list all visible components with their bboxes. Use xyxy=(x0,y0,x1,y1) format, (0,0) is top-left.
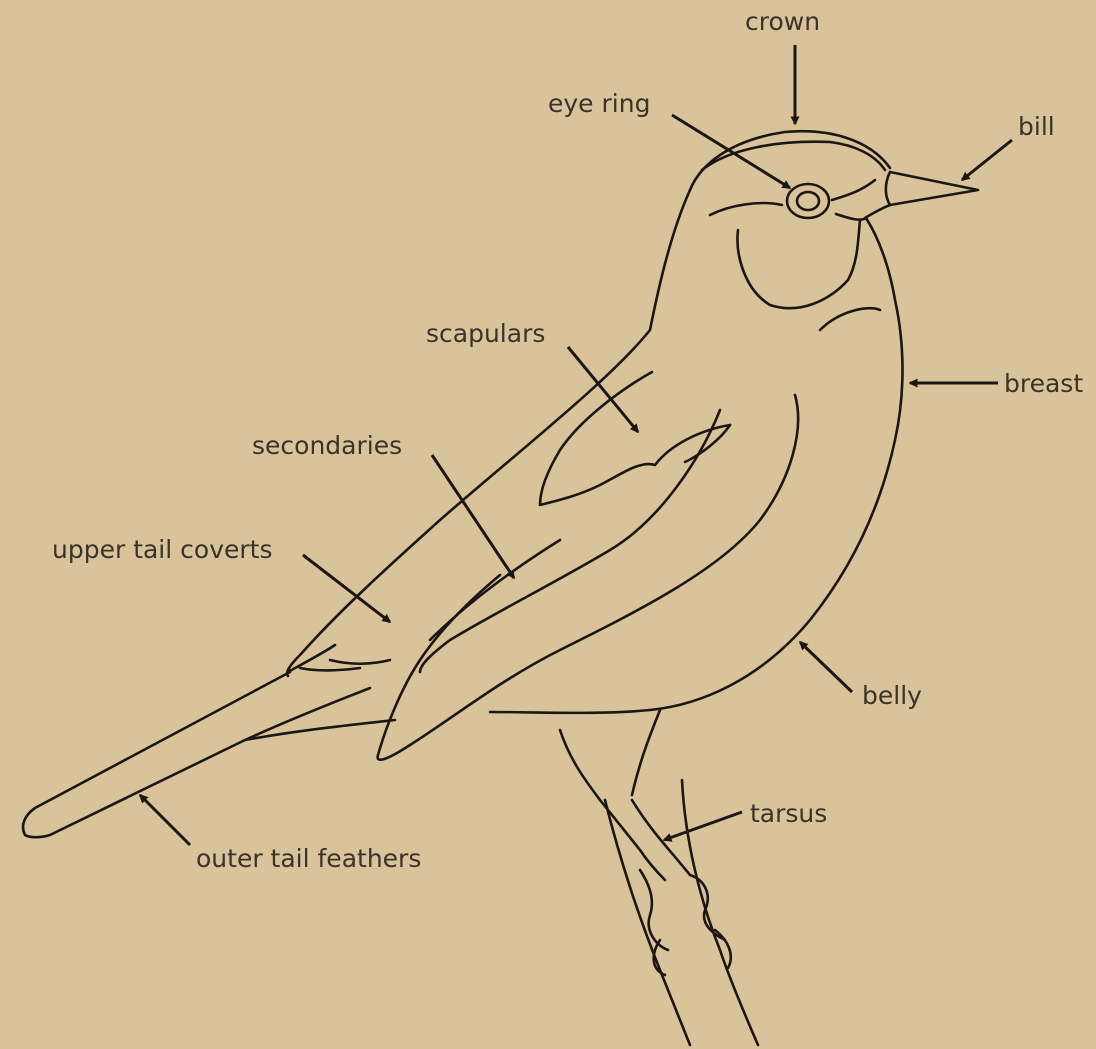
leg-feathering xyxy=(560,710,660,800)
eye-ring-pointer xyxy=(672,115,790,188)
label-crown: crown xyxy=(745,7,820,36)
belly-pointer xyxy=(800,642,852,692)
label-breast: breast xyxy=(1004,369,1083,398)
label-upper-tail-coverts: upper tail coverts xyxy=(52,535,272,564)
tail-lower-edge xyxy=(245,688,395,740)
label-secondaries: secondaries xyxy=(252,431,402,460)
tarsus-pointer xyxy=(664,812,742,840)
eye-ring-inner xyxy=(797,192,819,210)
tarsus-right xyxy=(632,800,690,875)
bill-base xyxy=(886,172,890,205)
crown-stripe xyxy=(702,142,885,170)
label-bill: bill xyxy=(1018,112,1055,141)
eye-ring-outer xyxy=(787,184,829,218)
inner-breast-line xyxy=(820,308,880,330)
scapulars-pointer xyxy=(568,347,638,432)
label-outer-tail-feathers: outer tail feathers xyxy=(196,844,421,873)
wing-outline xyxy=(378,395,798,760)
label-eye-ring: eye ring xyxy=(548,89,650,118)
perch-branch xyxy=(605,780,758,1045)
upper-tail-coverts-pointer xyxy=(303,555,390,622)
label-scapulars: scapulars xyxy=(426,319,545,348)
head-outline xyxy=(690,131,890,190)
cheek-outline xyxy=(710,203,860,308)
bill-pointer xyxy=(962,140,1012,180)
upper-tail-coverts xyxy=(288,645,390,672)
bird-outline xyxy=(23,131,978,1045)
outer-tail-feathers-pointer xyxy=(140,795,190,845)
scapular-feathers xyxy=(540,372,730,505)
wing-inner-edge xyxy=(420,410,720,672)
bill-outline xyxy=(865,172,978,218)
lore-line xyxy=(832,180,875,220)
label-belly: belly xyxy=(862,681,922,710)
label-tarsus: tarsus xyxy=(750,799,827,828)
toes xyxy=(640,870,731,975)
tarsus-left xyxy=(600,800,665,880)
